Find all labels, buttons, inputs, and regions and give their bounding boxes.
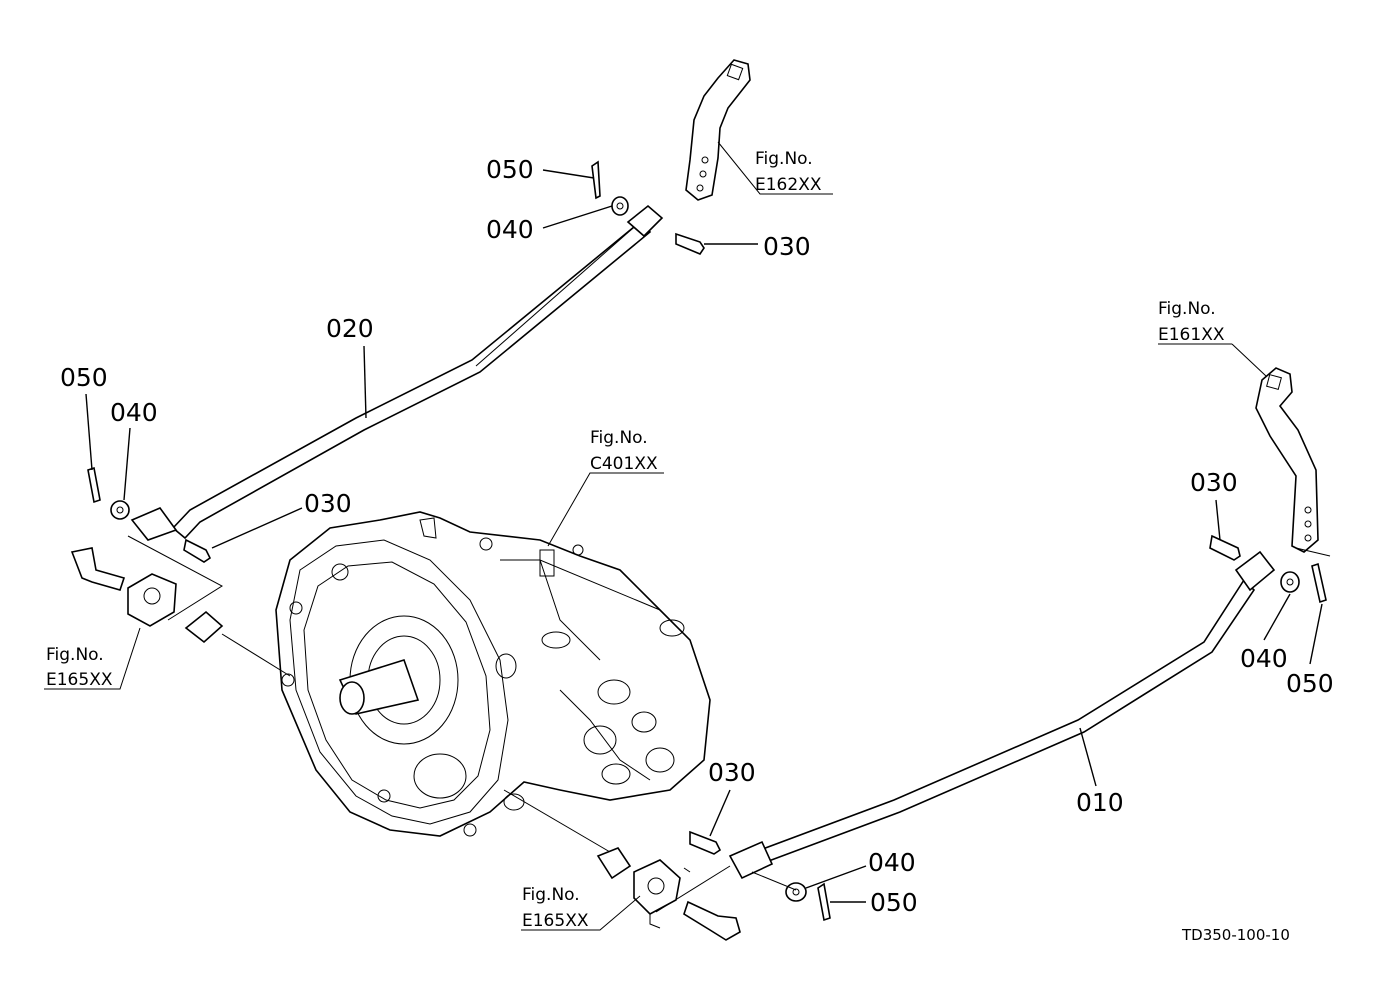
figref-c401[interactable]: Fig.No. C401XX: [590, 428, 658, 474]
part-label-040-left: 040: [110, 398, 158, 427]
figref-e161[interactable]: Fig.No. E161XX: [1158, 299, 1225, 345]
drawing-code: TD350-100-10: [1181, 926, 1290, 944]
clevis-bottom: [689, 830, 831, 922]
figref-e165-bottom[interactable]: Fig.No. E165XX: [522, 885, 589, 931]
rod-020: [171, 220, 652, 540]
figref-c401-label: Fig.No.: [590, 428, 648, 448]
part-label-040-right: 040: [1240, 644, 1288, 673]
part-label-050-right: 050: [1286, 669, 1334, 698]
figref-e162-code: E162XX: [755, 175, 822, 195]
figref-e161-code: E161XX: [1158, 325, 1225, 345]
part-label-020: 020: [326, 314, 374, 343]
clevis-top: [591, 160, 705, 255]
figref-e165-bottom-label: Fig.No.: [522, 885, 580, 905]
figref-c401-code: C401XX: [590, 454, 658, 474]
figref-e161-label: Fig.No.: [1158, 299, 1216, 319]
clevis-left: [87, 466, 212, 563]
lever-arm-top: [685, 59, 751, 201]
rod-010: [758, 578, 1256, 864]
part-label-030-mid: 030: [304, 489, 352, 518]
part-label-050-top: 050: [486, 155, 534, 184]
lever-arm-right: [1255, 367, 1319, 553]
figref-e165-bottom-code: E165XX: [522, 911, 589, 931]
part-label-050-bottom: 050: [870, 888, 918, 917]
bracket-left: [70, 535, 224, 644]
figref-e162-label: Fig.No.: [755, 149, 813, 169]
bracket-bottom: [596, 847, 741, 941]
transmission-body: [275, 511, 711, 837]
part-label-030-right: 030: [1190, 468, 1238, 497]
part-label-030-top: 030: [763, 232, 811, 261]
figref-e165-left[interactable]: Fig.No. E165XX: [46, 645, 113, 690]
figref-e165-left-code: E165XX: [46, 670, 113, 690]
figref-e165-left-label: Fig.No.: [46, 645, 104, 665]
part-label-040-bottom: 040: [868, 848, 916, 877]
part-label-040-top: 040: [486, 215, 534, 244]
part-label-030-bottom: 030: [708, 758, 756, 787]
figref-e162[interactable]: Fig.No. E162XX: [755, 149, 822, 195]
clevis-right: [1209, 534, 1331, 604]
part-label-050-left: 050: [60, 363, 108, 392]
leader-lines: [44, 141, 1323, 931]
part-label-010: 010: [1076, 788, 1124, 817]
